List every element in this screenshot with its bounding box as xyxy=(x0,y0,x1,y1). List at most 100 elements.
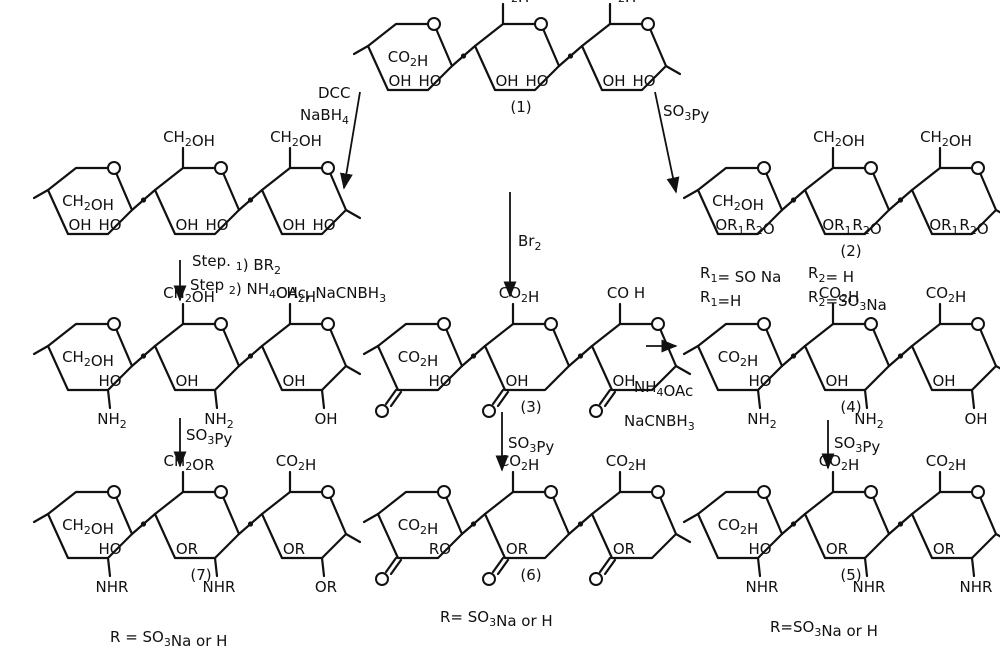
ring-oxygen xyxy=(427,17,441,31)
chain-end xyxy=(344,208,362,220)
lower-bond xyxy=(320,556,326,578)
chain-end xyxy=(674,364,692,376)
substituent-c3: OH xyxy=(612,372,635,390)
substituent-c6: CO H xyxy=(607,284,645,302)
ring-oxygen xyxy=(757,161,771,175)
substituent-c2: HO xyxy=(525,72,548,90)
reagent-dcc: DCC xyxy=(318,84,351,102)
ring-oxygen xyxy=(214,485,228,499)
lower-bond xyxy=(863,556,869,578)
substituent-c3: OR xyxy=(506,540,528,558)
substituent-c2: HO xyxy=(98,216,121,234)
ring-oxygen xyxy=(864,161,878,175)
chain-end xyxy=(994,532,1000,538)
substituent-c2: HO xyxy=(205,216,228,234)
compound-number: (4) xyxy=(840,398,861,416)
substituent-upper: CH2OH xyxy=(712,192,764,214)
bridge-oxygen xyxy=(140,197,147,203)
bridge-oxygen xyxy=(897,353,904,359)
substituent-c6: CH2OH xyxy=(920,128,972,150)
ring-oxygen xyxy=(971,317,985,331)
ring-oxygen xyxy=(437,485,451,499)
ring-oxygen xyxy=(107,161,121,175)
ring-oxygen xyxy=(641,17,655,31)
ring-oxygen xyxy=(107,485,121,499)
substituent-c3: OH xyxy=(825,372,848,390)
substituent-c6: CO2H xyxy=(819,284,860,306)
ring-oxygen xyxy=(651,317,665,331)
lower-bond xyxy=(970,388,976,410)
substituent-c2: RO xyxy=(429,540,451,558)
chain-end xyxy=(352,44,370,56)
substituent-c3: OH xyxy=(68,216,91,234)
bridge-oxygen xyxy=(790,521,797,527)
substituent-c2: HO xyxy=(748,372,771,390)
reagent-br2: Br2 xyxy=(518,232,541,253)
substituent-c6: CO2H xyxy=(499,284,540,306)
substituent-c2: HO xyxy=(98,540,121,558)
bridge-oxygen xyxy=(470,353,477,359)
reagent-nacnbh3: NaCNBH3 xyxy=(624,412,695,433)
ring-oxygen xyxy=(864,317,878,331)
chain-end xyxy=(344,364,362,376)
substituent-upper: CH2OH xyxy=(62,516,114,538)
substituent-c6: CO2H xyxy=(606,452,647,474)
lower-bond xyxy=(213,556,219,578)
reagent-so3py-left: SO3Py xyxy=(186,426,232,448)
compound-c1: CO2HOHHOCO2HOHHOCO2HOHHO(1) xyxy=(352,0,682,116)
lower-bond xyxy=(756,388,762,410)
substituent-c6: CH2OR xyxy=(164,452,215,474)
reagent-step2: Step 2) NH4OAc, NaCNBH3 xyxy=(190,276,386,305)
keto-bond xyxy=(598,388,612,406)
keto-bond xyxy=(603,390,617,408)
bridge-oxygen xyxy=(897,521,904,527)
note-compound-7: R = SO3Na or H xyxy=(110,628,227,650)
bridge-oxygen xyxy=(247,521,254,527)
keto-oxygen xyxy=(589,404,603,418)
lower-bond xyxy=(970,556,976,578)
keto-bond xyxy=(389,390,403,408)
substituent-upper: CO2H xyxy=(398,348,439,370)
substituent-c2: R2O xyxy=(852,216,881,238)
substituent-c3: OR xyxy=(283,540,305,558)
chain-end xyxy=(674,532,692,544)
substituent-c2: HO xyxy=(312,216,335,234)
substituent-c3: OR xyxy=(826,540,848,558)
keto-bond xyxy=(384,388,398,406)
bridge-oxygen xyxy=(567,53,574,59)
substituent-c6: CO2H xyxy=(489,0,530,6)
substituent-c6: CO2H xyxy=(926,284,967,306)
substituent-c3: OH xyxy=(282,216,305,234)
ring-oxygen xyxy=(651,485,665,499)
bridge-oxygen xyxy=(577,521,584,527)
legend-r2-sulfate: R2=SO3Na xyxy=(808,288,887,314)
substituent-lower: OR xyxy=(315,578,337,596)
substituent-c6: CO2H xyxy=(926,452,967,474)
substituent-lower: NHR xyxy=(853,578,886,596)
lower-bond xyxy=(213,388,219,410)
keto-bond xyxy=(603,558,617,576)
ring-oxygen xyxy=(214,317,228,331)
bridge-oxygen xyxy=(247,353,254,359)
keto-oxygen xyxy=(482,404,496,418)
keto-oxygen xyxy=(482,572,496,586)
ring-oxygen xyxy=(971,161,985,175)
reagent-nh4oac: NH4OAc xyxy=(634,378,693,400)
reagent-so3py-r4: SO3Py xyxy=(834,434,880,456)
lower-bond xyxy=(863,388,869,410)
